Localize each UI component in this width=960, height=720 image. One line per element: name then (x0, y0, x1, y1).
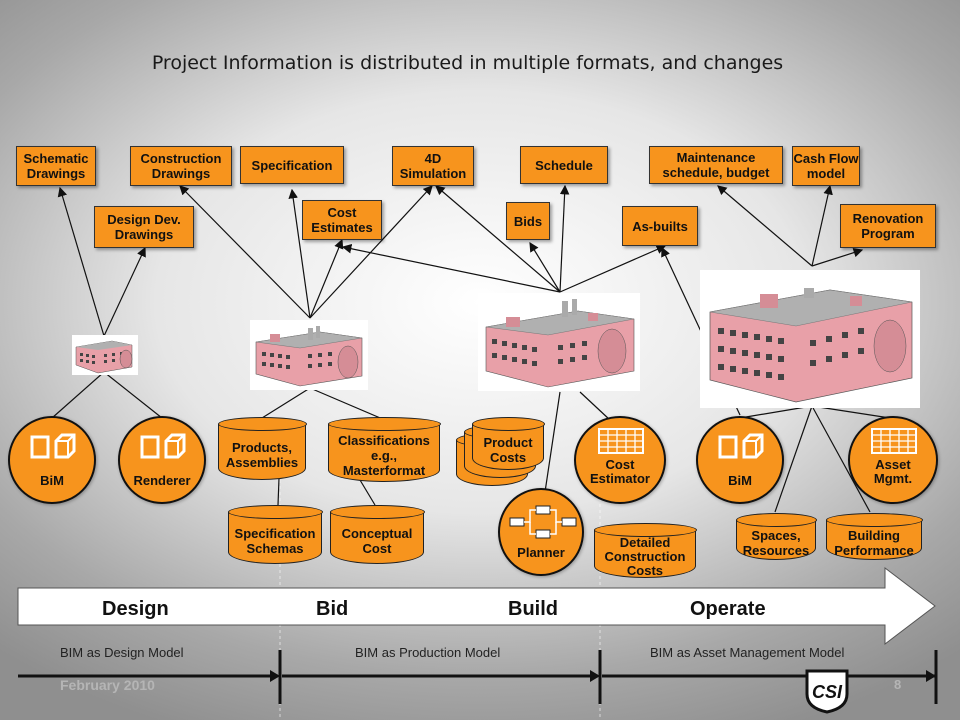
cost-estimator-tool: Cost Estimator (574, 416, 666, 504)
bim-design-tool: BiM (8, 416, 96, 504)
bim-operate-tool: BiM (696, 416, 784, 504)
detailed-costs-db: Detailed Construction Costs (593, 523, 697, 578)
csi-logo: CSI (805, 669, 849, 714)
renderer-label: Renderer (133, 473, 191, 488)
conceptual-cost-db: Conceptual Cost (329, 505, 425, 564)
schedule-box: Schedule (520, 146, 608, 184)
svg-text:CSI: CSI (812, 682, 843, 702)
bim-operate-label: BiM (728, 473, 752, 488)
slide-title: Project Information is distributed in mu… (151, 52, 784, 74)
construction-drawings-box: Construction Drawings (130, 146, 232, 186)
phase-bid: Bid (316, 598, 349, 620)
spaces-resources-db: Spaces, Resources (735, 513, 817, 560)
building-performance-db: Building Performance (825, 513, 923, 560)
phase-build: Build (508, 598, 558, 620)
building-build-image (478, 293, 640, 391)
cost-estimator-label: Cost Estimator (590, 457, 650, 486)
bids-box: Bids (506, 202, 550, 240)
schematic-drawings-box: Schematic Drawings (16, 146, 96, 186)
bim-design-label: BiM (40, 473, 64, 488)
model-design: BIM as Design Model (60, 645, 184, 660)
planner-label: Planner (517, 545, 565, 560)
building-operate-image (700, 270, 920, 408)
maintenance-box: Maintenance schedule, budget (649, 146, 783, 184)
building-design-image (72, 335, 138, 375)
cube-icon (140, 433, 186, 459)
cube-icon (718, 433, 764, 459)
flowchart-icon (509, 505, 577, 539)
asset-mgmt-label: Asset Mgmt. (873, 457, 913, 486)
renovation-program-box: Renovation Program (840, 204, 936, 248)
products-assemblies-db: Products, Assemblies (217, 417, 307, 480)
design-dev-drawings-box: Design Dev. Drawings (94, 206, 194, 248)
planner-tool: Planner (498, 488, 584, 576)
model-production: BIM as Production Model (355, 645, 501, 660)
product-costs-db: Product Costs (471, 417, 545, 470)
renderer-tool: Renderer (118, 416, 206, 504)
spreadsheet-icon (871, 428, 917, 454)
model-asset: BIM as Asset Management Model (650, 645, 845, 660)
specification-schemas-db: Specification Schemas (227, 505, 323, 564)
footer-date: February 2010 (60, 677, 155, 693)
page-number: 8 (894, 677, 902, 692)
cost-estimates-box: Cost Estimates (302, 200, 382, 240)
specification-box: Specification (240, 146, 344, 184)
cashflow-model-box: Cash Flow model (792, 146, 860, 186)
as-builts-box: As-builts (622, 206, 698, 246)
spreadsheet-icon (598, 428, 644, 454)
cube-icon (30, 433, 76, 459)
classifications-db: Classifications e.g., Masterformat (327, 417, 441, 482)
phase-operate: Operate (690, 598, 766, 620)
4d-simulation-box: 4D Simulation (392, 146, 474, 186)
building-bid-image (250, 320, 368, 390)
phase-design: Design (102, 598, 169, 620)
asset-mgmt-tool: Asset Mgmt. (848, 416, 938, 504)
